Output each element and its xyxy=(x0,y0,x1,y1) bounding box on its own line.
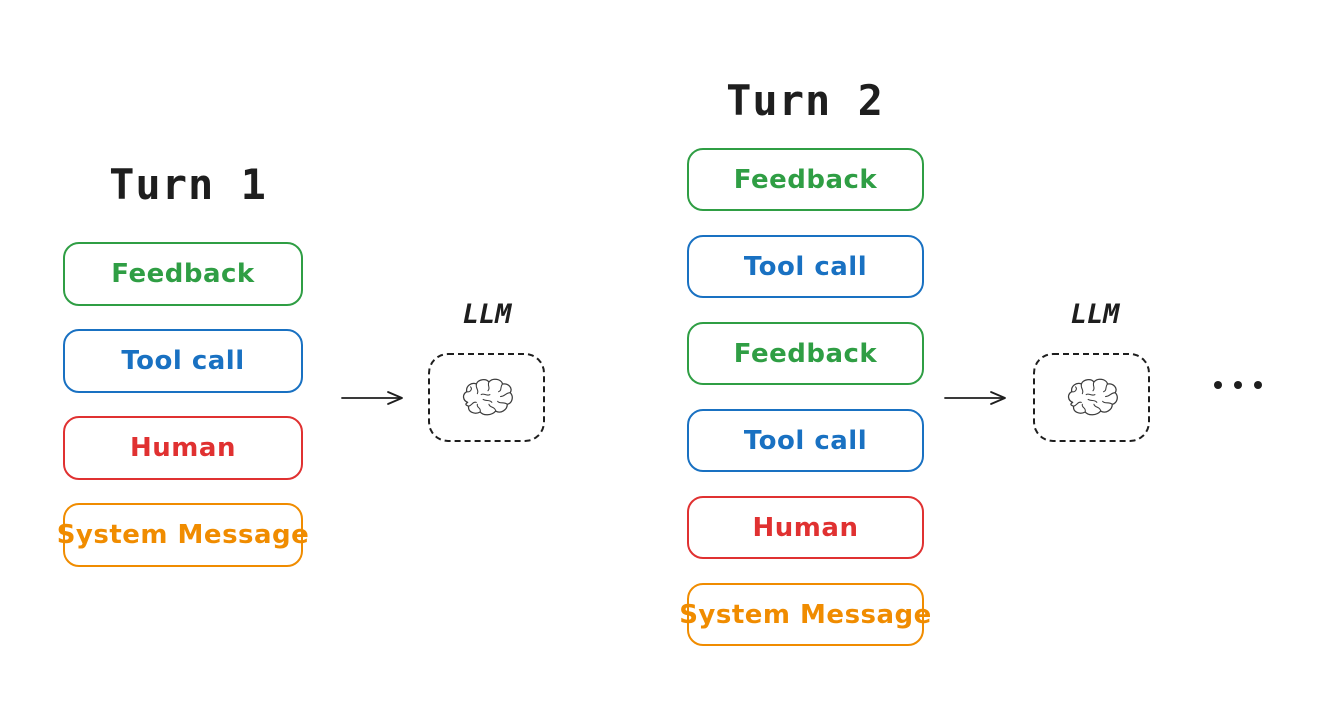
ellipsis-dot xyxy=(1254,381,1262,389)
llm-1-box xyxy=(428,353,545,442)
message-label: Human xyxy=(752,512,859,543)
arrow-right-icon xyxy=(341,390,407,406)
message-box-human: Human xyxy=(63,416,303,480)
turn-1-title: Turn 1 xyxy=(109,160,267,209)
message-label: System Message xyxy=(56,520,310,550)
message-label: Tool call xyxy=(743,251,868,282)
message-box-system-message: System Message xyxy=(679,583,931,646)
ellipsis-dot xyxy=(1214,381,1222,389)
ellipsis-dot xyxy=(1234,381,1242,389)
message-label: Human xyxy=(130,433,236,463)
message-box-feedback: Feedback xyxy=(687,322,924,385)
message-box-feedback: Feedback xyxy=(687,148,924,211)
message-label: Feedback xyxy=(733,164,878,195)
llm-1-label: LLM xyxy=(462,299,512,330)
turn-2-message-stack: Feedback Tool call Feedback Tool call Hu… xyxy=(679,148,931,646)
message-box-tool-call: Tool call xyxy=(687,235,924,298)
brain-icon xyxy=(458,375,516,420)
message-label: Tool call xyxy=(743,425,868,456)
turn-1-message-stack: Feedback Tool call Human System Message xyxy=(57,242,309,567)
llm-2-label: LLM xyxy=(1070,299,1120,330)
message-box-system-message: System Message xyxy=(57,503,309,567)
message-box-tool-call: Tool call xyxy=(687,409,924,472)
message-box-human: Human xyxy=(687,496,924,559)
message-box-feedback: Feedback xyxy=(63,242,303,306)
arrow-right-icon xyxy=(944,390,1010,406)
turn-2-title: Turn 2 xyxy=(726,76,884,125)
message-label: Feedback xyxy=(733,338,878,369)
ellipsis-icon xyxy=(1214,381,1262,389)
message-box-tool-call: Tool call xyxy=(63,329,303,393)
message-label: Tool call xyxy=(121,346,245,376)
brain-icon xyxy=(1063,375,1121,420)
message-label: Feedback xyxy=(111,259,255,289)
message-label: System Message xyxy=(679,599,932,630)
llm-2-box xyxy=(1033,353,1150,442)
